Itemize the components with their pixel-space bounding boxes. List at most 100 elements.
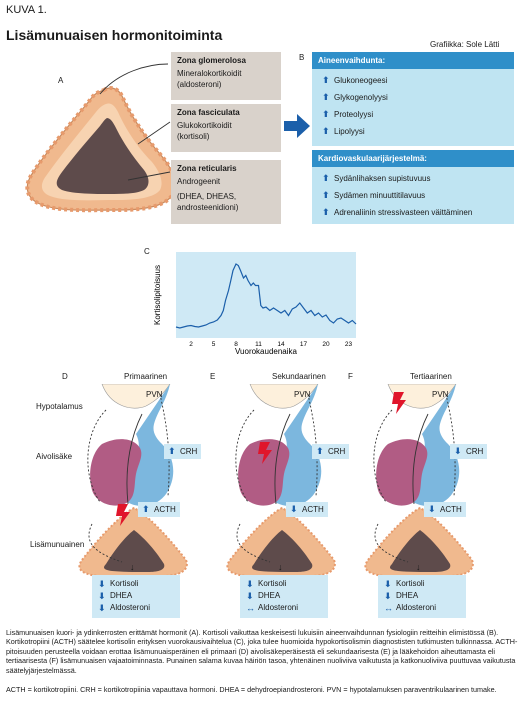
arrow-down-icon: ⬇ [384, 579, 392, 589]
feedback-dotted-line [235, 409, 255, 503]
hormone-name: Aldosteroni [110, 603, 151, 612]
hormone-name: Kortisoli [110, 579, 139, 588]
feedback-dotted-line [373, 409, 393, 503]
metabolism-item-label: Glukoneogeesi [334, 76, 388, 85]
hypothalamus-shape [101, 384, 171, 409]
hormone-output-row: ⬇DHEA [246, 590, 322, 602]
signal-solid-line [412, 413, 429, 505]
hormone-name: DHEA [110, 591, 133, 600]
metabolism-item-label: Glykogenolyysi [334, 93, 388, 102]
medulla [56, 118, 149, 194]
arrow-up-icon: ⬆ [322, 207, 330, 217]
hormone-name: Kortisoli [258, 579, 287, 588]
arrow-up-icon: ⬆ [316, 446, 324, 456]
hypothalamus-shape [249, 384, 319, 409]
zone-line: Glukokortikoidit [177, 121, 232, 130]
caption-paragraph-1: Lisämunuaisen kuori- ja ydinkerrosten er… [6, 628, 518, 675]
lightning-icon [392, 392, 406, 414]
hormone-name: DHEA [258, 591, 281, 600]
arrow-up-icon: ⬆ [168, 446, 176, 456]
graphics-credit: Grafiikka: Sole Lätti [430, 40, 500, 49]
pointer-reticularis [127, 171, 171, 181]
page-title: Lisämunuaisen hormonitoiminta [6, 27, 223, 43]
adrenal-medulla [390, 530, 451, 572]
arrow-up-icon: ⬆ [322, 92, 330, 102]
metabolism-item-label: Lipolyysi [334, 127, 365, 136]
adrenal-label: Lisämunuainen [30, 540, 85, 549]
chart-xtick-label: 20 [322, 341, 330, 348]
feedback-dotted-line [374, 523, 409, 563]
pituitary-label: Aivolisäke [36, 452, 73, 461]
hormone-name: Aldosteroni [396, 603, 437, 612]
signal-solid-line [274, 413, 291, 505]
chart-xtick-label: 2 [189, 341, 193, 348]
zone-title: Zona fasciculata [177, 108, 240, 117]
down-arrow-icon: ↓ [130, 562, 135, 572]
hormone-output-row: ↔Aldosteroni [384, 602, 460, 614]
zone-line: Androgeenit [177, 177, 221, 186]
arrow-up-icon: ⬆ [322, 126, 330, 136]
hpa-axis-illustration [226, 384, 336, 578]
zone-line: (DHEA, DHEAS, [177, 192, 237, 201]
acth-label: ACTH [302, 505, 324, 514]
zone-title: Zona glomerolosa [177, 56, 246, 65]
adrenal-medulla [252, 530, 313, 572]
metabolism-item: ⬆ Glykogenolyysi [322, 92, 514, 103]
cardio-item-label: Sydänlihaksen supistuvuus [334, 174, 431, 183]
arrow-down-icon: ⬇ [98, 591, 106, 601]
hormone-output-box: ⬇ Kortisoli ⬇DHEA↔Aldosteroni [378, 575, 466, 618]
arrow-down-icon: ⬇ [98, 603, 106, 613]
zone-glomerulosa-box: Zona glomerolosa Mineralokortikoidit (al… [171, 52, 281, 100]
crh-label: CRH [466, 447, 484, 456]
pvn-label: PVN [146, 390, 163, 399]
metabolism-item-label: Proteolyysi [334, 110, 374, 119]
zone-line: (aldosteroni) [177, 80, 222, 89]
cardio-item: ⬆Adrenaliinin stressivasteen väittäminen [322, 207, 514, 218]
adrenal-cross-section [25, 63, 177, 213]
zone-line: Mineralokortikoidit [177, 69, 242, 78]
arrow-down-icon: ⬇ [290, 504, 298, 514]
feedback-dotted-line [236, 523, 271, 563]
arrow-up-icon: ⬆ [322, 173, 330, 183]
cardio-item: ⬆ Sydänlihaksen supistuvuus [322, 173, 514, 184]
hormone-name: Aldosteroni [258, 603, 299, 612]
down-arrow-icon: ↓ [416, 562, 421, 572]
scenario-title: Sekundaarinen [272, 372, 326, 381]
capsule-edge [25, 86, 177, 213]
chart-xtick-label: 14 [277, 341, 285, 348]
arrow-right-icon [284, 114, 310, 138]
crh-badge: ⬆CRH [312, 444, 350, 459]
arrow-both-icon: ↔ [246, 603, 255, 613]
panel-letter-a: A [58, 76, 64, 85]
hormone-output-row: ⬇DHEA [384, 590, 460, 602]
arrow-up-icon: ⬆ [322, 75, 330, 85]
hormone-output-row: ⬇ DHEA [98, 590, 174, 602]
arrow-down-icon: ⬇ [384, 591, 392, 601]
hpa-axis-illustration [364, 384, 474, 578]
chart-xtick-label: 23 [345, 341, 353, 348]
hormone-output-row: ⬇ Aldosteroni [98, 602, 174, 614]
arrow-down-icon: ⬇ [246, 579, 254, 589]
metabolism-item: ⬆ Lipolyysi [322, 126, 514, 137]
metabolism-item: ⬆ Proteolyysi [322, 109, 514, 120]
cardio-heading: Kardiovaskulaarijärjestelmä: [312, 150, 514, 167]
caption-paragraph-2: ACTH = kortikotropiini. CRH = kortikotro… [6, 685, 497, 694]
pvn-label: PVN [432, 390, 449, 399]
chart-ylabel: Kortisolipitoisuus [153, 265, 162, 325]
panel-letter: D [62, 372, 68, 381]
lightning-icon [258, 442, 272, 464]
zone-title: Zona reticularis [177, 164, 237, 173]
arrow-up-icon: ⬆ [322, 109, 330, 119]
arrow-down-icon: ⬇ [428, 504, 436, 514]
zone-reticularis-box: Zona reticularis Androgeenit (DHEA, DHEA… [171, 160, 281, 224]
hormone-name: Kortisoli [396, 579, 425, 588]
zone-line: (kortisoli) [177, 132, 210, 141]
chart-xtick-label: 5 [212, 341, 216, 348]
crh-label: CRH [180, 447, 198, 456]
crh-badge: ⬆ CRH [164, 444, 202, 459]
acth-label: ACTH [154, 505, 176, 514]
down-arrow-icon: ↓ [278, 562, 283, 572]
acth-badge: ⬆ACTH [138, 502, 180, 517]
